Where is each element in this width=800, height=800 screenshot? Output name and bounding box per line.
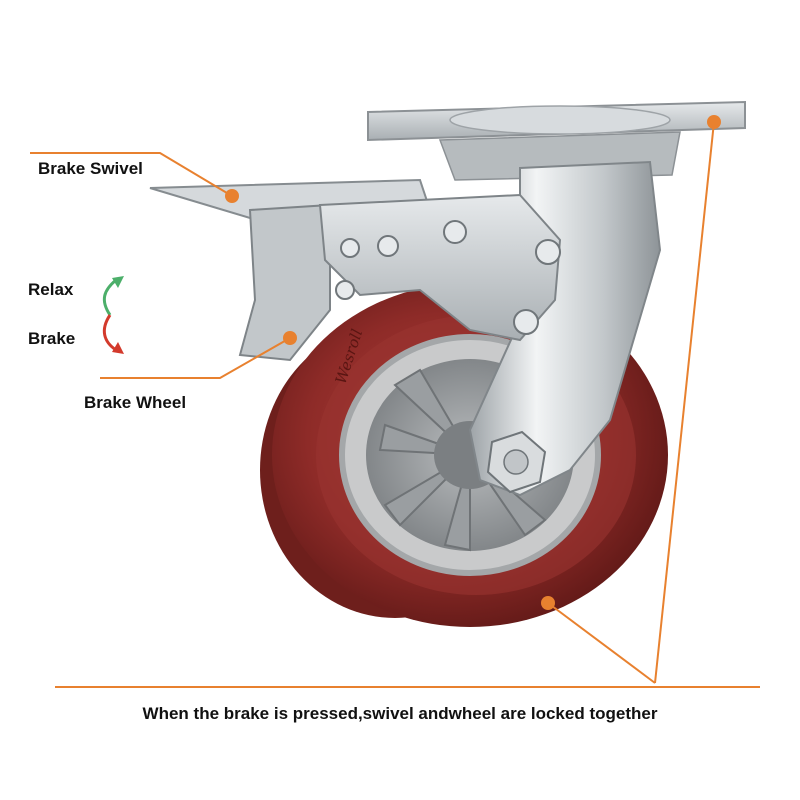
- label-brake: Brake: [28, 329, 76, 348]
- brake-assembly: [149, 178, 562, 362]
- axle-bolt: [486, 430, 547, 494]
- curved-arrow-down-icon: [102, 314, 124, 354]
- callout-dots: [225, 115, 721, 610]
- label-relax: Relax: [28, 280, 74, 299]
- bolts: [335, 220, 561, 335]
- label-brake-wheel: Brake Wheel: [84, 393, 187, 412]
- caption: When the brake is pressed,swivel andwhee…: [142, 704, 658, 723]
- label-brake-swivel: Brake Swivel: [38, 159, 143, 178]
- curved-arrow-up-icon: [102, 276, 124, 316]
- callout-lines: [30, 121, 760, 688]
- swivel-fork: [468, 160, 662, 497]
